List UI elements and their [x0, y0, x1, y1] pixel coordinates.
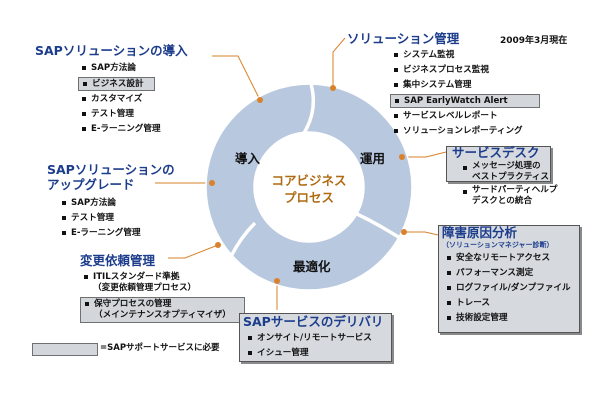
ops-item: システム監視: [393, 48, 540, 63]
ops-item: ビジネスプロセス監視: [393, 63, 540, 78]
change-item-itil: ITILスタンダード準拠 （変更依頼管理プロセス）: [83, 270, 245, 294]
delivery-item: イシュー管理: [247, 346, 383, 361]
intro-section: SAPソリューションの導入 SAP方法論 ビジネス設計 カスタマイズ テスト管理…: [35, 43, 188, 137]
center-line2: プロセス: [283, 190, 334, 205]
ops-item: ソリューションレポーティング: [393, 124, 540, 139]
service-desk-title: サービスデスク: [452, 145, 540, 160]
cycle-label-optimize: 最適化: [293, 259, 331, 274]
root-cause-section: 障害原因分析 （ソリューションマネジャー診断） 安全なリモートアクセス パフォー…: [442, 225, 571, 326]
ops-item: 集中システム管理: [393, 78, 540, 93]
change-list: ITILスタンダード準拠 （変更依頼管理プロセス） 保守プロセスの管理 （メイン…: [80, 270, 245, 323]
service-desk-list: メッセージ処理の ベストプラクティス サードパーティヘルプ デスクとの統合: [462, 161, 557, 207]
upgrade-item: SAP方法論: [61, 196, 175, 211]
ops-list: システム監視 ビジネスプロセス監視 集中システム管理 SAP EarlyWatc…: [390, 48, 540, 139]
cycle-ring: [205, 83, 413, 291]
connector-rootcause: [404, 231, 439, 236]
delivery-item: オンサイト/リモートサービス: [247, 331, 383, 346]
delivery-title: SAPサービスのデリバリ: [243, 314, 384, 329]
change-item-maintenance: 保守プロセスの管理 （メインテナンスオプティマイザ）: [80, 297, 245, 323]
ops-section: ソリューション管理 システム監視 ビジネスプロセス監視 集中システム管理 SAP…: [347, 31, 540, 139]
center-line1: コアビジネス: [271, 173, 347, 188]
intro-item: カスタマイズ: [81, 92, 188, 107]
change-section: 変更依頼管理 ITILスタンダード準拠 （変更依頼管理プロセス） 保守プロセスの…: [80, 253, 245, 324]
intro-item: テスト管理: [81, 107, 188, 122]
intro-item-highlighted: ビジネス設計: [78, 77, 155, 91]
upgrade-item: E-ラーニング管理: [61, 226, 175, 241]
connector-change: [168, 244, 219, 259]
service-desk-item: サードパーティヘルプ デスクとの統合: [462, 185, 557, 207]
ops-item: サービスレベルレポート: [393, 109, 540, 124]
upgrade-title-1: SAPソリューションの: [47, 162, 175, 177]
change-item-itil-line2: （変更依頼管理プロセス）: [93, 283, 197, 293]
legend-swatch: [32, 343, 98, 356]
upgrade-section: SAPソリューションの アップグレード SAP方法論 テスト管理 E-ラーニング…: [47, 162, 175, 241]
service-desk-item1-line1: メッセージ処理の: [472, 161, 541, 171]
intro-item: SAP方法論: [81, 61, 188, 76]
service-desk-section: サービスデスク メッセージ処理の ベストプラクティス サードパーティヘルプ デス…: [452, 145, 557, 207]
root-cause-box: [438, 225, 580, 333]
center-label: コアビジネス プロセス: [262, 172, 356, 206]
connector-dots: [209, 85, 407, 284]
intro-list: SAP方法論 ビジネス設計 カスタマイズ テスト管理 E-ラーニング管理: [78, 61, 188, 137]
change-title: 変更依頼管理: [80, 253, 156, 268]
root-cause-list: 安全なリモートアクセス パフォーマンス測定 ログファイル/ダンプファイル トレー…: [446, 251, 571, 326]
change-item-itil-line1: ITILスタンダード準拠: [93, 272, 180, 282]
root-cause-title: 障害原因分析: [442, 225, 518, 240]
upgrade-item: テスト管理: [61, 211, 175, 226]
root-cause-item: トレース: [446, 296, 571, 311]
change-item-maintenance-line1: 保守プロセスの管理: [94, 299, 172, 309]
intro-title: SAPソリューションの導入: [35, 43, 188, 58]
cycle-label-operate: 運用: [360, 151, 386, 166]
root-cause-subtitle: （ソリューションマネジャー診断）: [442, 241, 554, 249]
delivery-box: [239, 313, 392, 362]
service-desk-item2-line1: サードパーティヘルプ: [472, 185, 558, 195]
date-label: 2009年3月現在: [500, 36, 568, 46]
cycle-label-intro: 導入: [235, 151, 261, 166]
ops-item-highlighted: SAP EarlyWatch Alert: [390, 94, 540, 108]
ring-separators: [226, 83, 401, 264]
service-desk-item: メッセージ処理の ベストプラクティス: [462, 161, 557, 183]
root-cause-item: パフォーマンス測定: [446, 266, 571, 281]
root-cause-item: 安全なリモートアクセス: [446, 251, 571, 266]
connector-ops: [332, 37, 346, 88]
intro-item: E-ラーニング管理: [81, 122, 188, 137]
change-item-maintenance-line2: （メインテナンスオプティマイザ）: [94, 310, 231, 320]
connector-lines: [155, 37, 447, 310]
upgrade-list: SAP方法論 テスト管理 E-ラーニング管理: [61, 196, 175, 241]
upgrade-title-2: アップグレード: [47, 177, 135, 192]
service-desk-item1-line2: ベストプラクティス: [472, 172, 550, 182]
service-desk-box: [446, 146, 551, 182]
legend-text: =SAPサポートサービスに必要: [100, 343, 220, 353]
connector-intro: [212, 55, 261, 101]
root-cause-item: 技術設定管理: [446, 311, 571, 326]
root-cause-item: ログファイル/ダンプファイル: [446, 281, 571, 296]
ops-title: ソリューション管理: [347, 31, 460, 46]
connector-servicedesk: [402, 151, 447, 158]
service-desk-item2-line2: デスクとの統合: [472, 196, 533, 206]
delivery-list: オンサイト/リモートサービス イシュー管理: [247, 331, 383, 361]
delivery-section: SAPサービスのデリバリ オンサイト/リモートサービス イシュー管理: [243, 314, 383, 361]
